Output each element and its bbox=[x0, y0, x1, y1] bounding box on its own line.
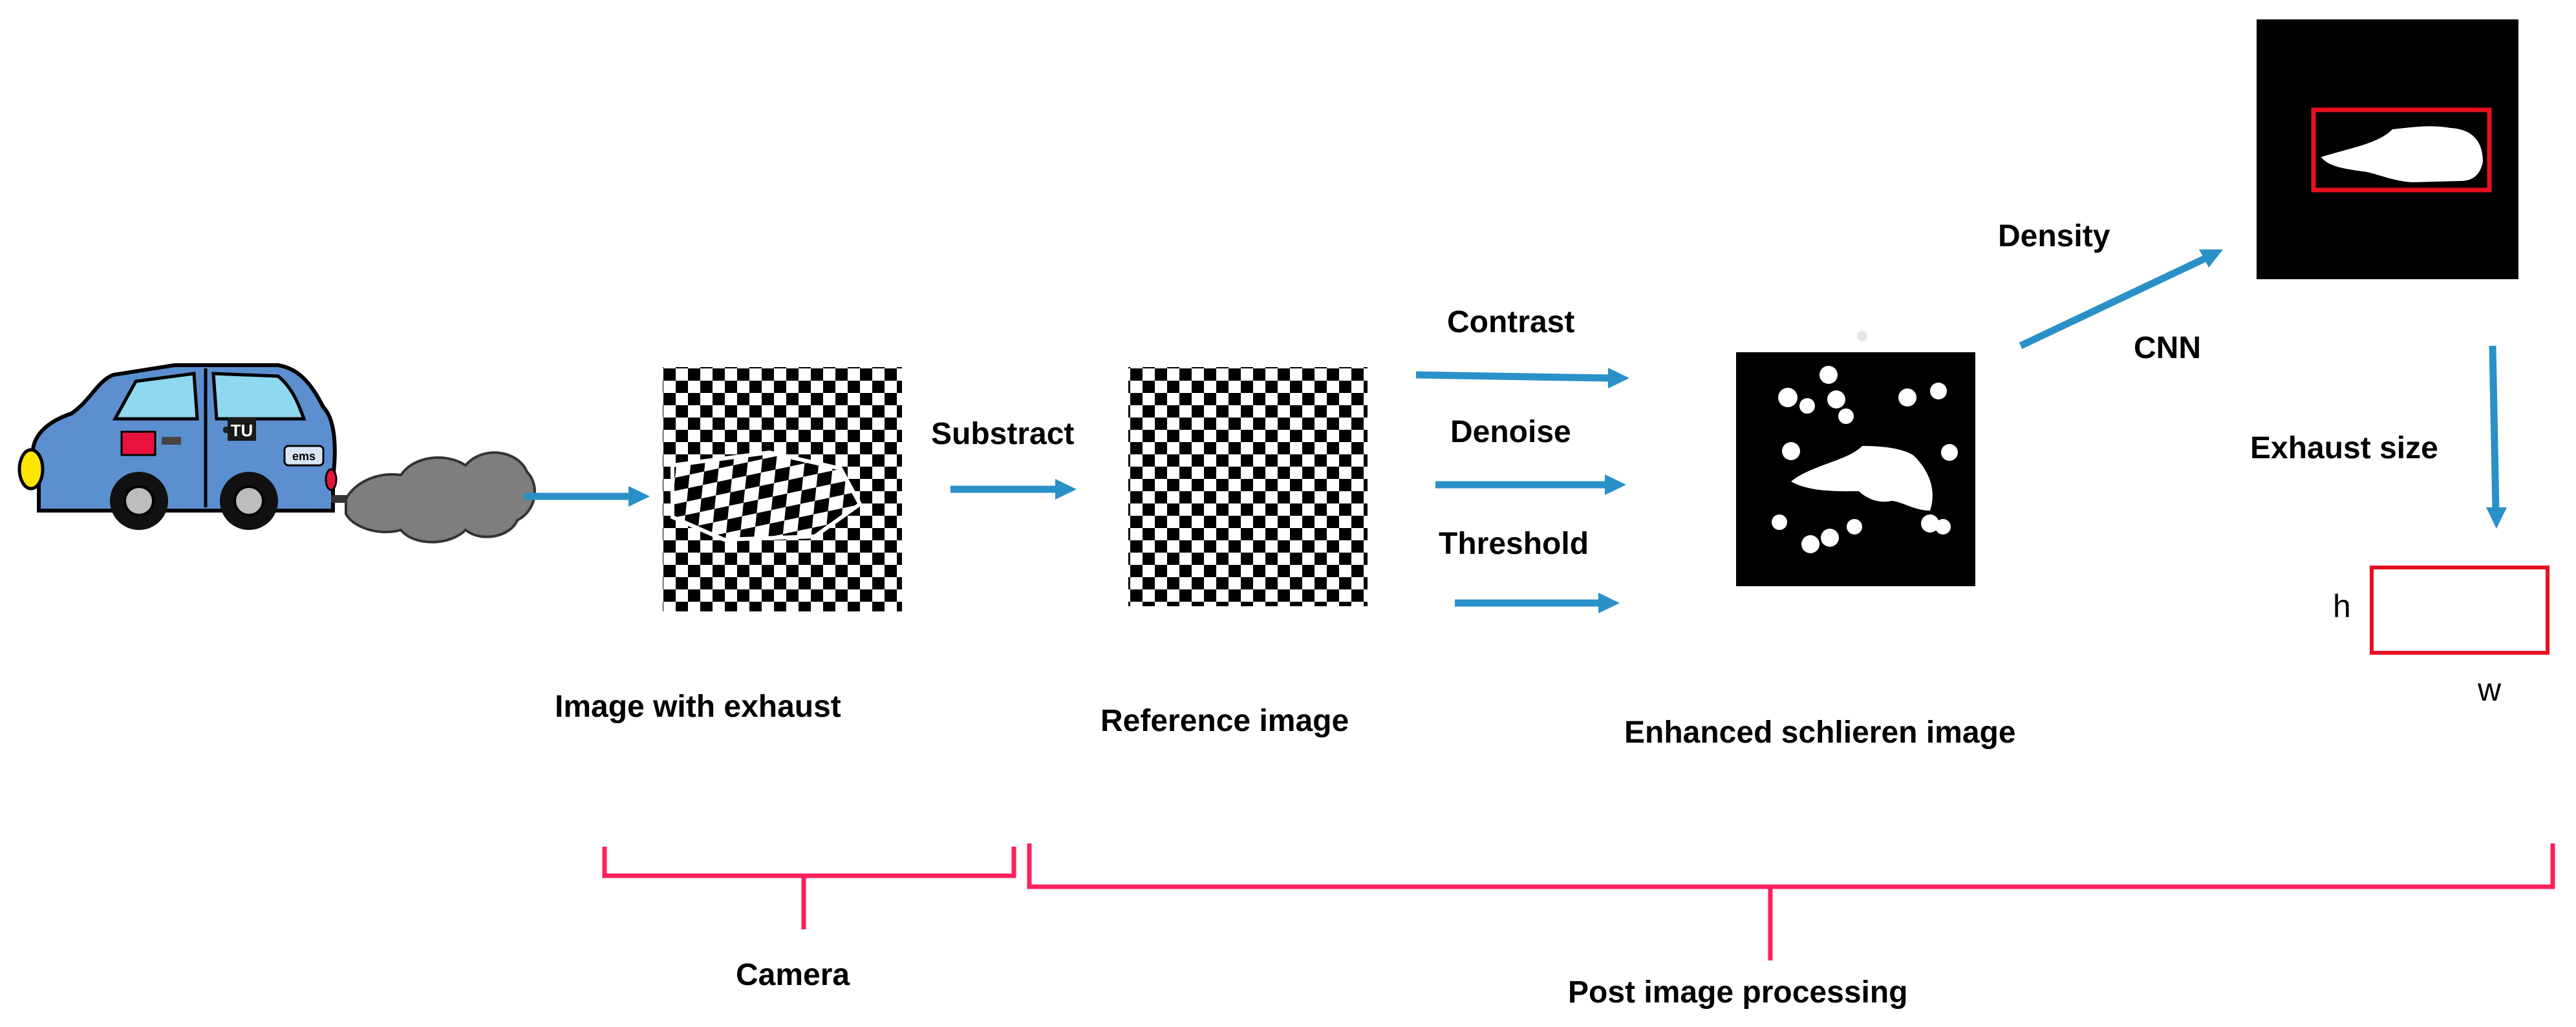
arrow-contrast bbox=[1415, 368, 1629, 388]
exhaust-smoke bbox=[345, 451, 536, 544]
car-front-window bbox=[112, 372, 199, 421]
label-w: w bbox=[2478, 672, 2502, 708]
arrow-threshold bbox=[1455, 593, 1620, 613]
label-denoise: Denoise bbox=[1450, 415, 1571, 449]
car-illustration: TU ems bbox=[17, 363, 536, 544]
label-exhaust-size: Exhaust size bbox=[2250, 431, 2438, 465]
caption-image-with-exhaust: Image with exhaust bbox=[555, 690, 841, 724]
arrow-exhaust-size bbox=[2486, 345, 2507, 529]
car-decal-tu bbox=[228, 418, 256, 441]
exhaust-size-box bbox=[2370, 566, 2549, 655]
camera-bracket bbox=[602, 847, 1016, 929]
label-density: Density bbox=[1998, 219, 2110, 253]
brackets bbox=[602, 843, 2555, 960]
image-with-exhaust-thumbnail bbox=[663, 367, 902, 611]
arrows bbox=[524, 249, 2507, 613]
caption-camera: Camera bbox=[736, 958, 850, 992]
label-threshold: Threshold bbox=[1439, 527, 1589, 561]
label-contrast: Contrast bbox=[1447, 305, 1575, 339]
car-headlight bbox=[17, 448, 45, 491]
schlieren-image-thumbnail bbox=[1736, 331, 1975, 586]
label-h: h bbox=[2333, 588, 2351, 624]
post-processing-bracket bbox=[1027, 843, 2555, 960]
detection-bounding-box bbox=[2311, 107, 2492, 193]
arrow-density bbox=[2019, 249, 2223, 349]
caption-reference-image: Reference image bbox=[1100, 704, 1349, 738]
arrow-substract bbox=[950, 479, 1077, 500]
reference-image-thumbnail bbox=[1128, 367, 1368, 606]
car-rear-window bbox=[211, 372, 306, 421]
car-decal-ems bbox=[283, 445, 325, 467]
car-badge-ems: ems bbox=[292, 450, 316, 463]
car-decal-red bbox=[120, 430, 156, 456]
car-badge-tu: TU bbox=[231, 421, 253, 440]
label-cnn: CNN bbox=[2134, 331, 2201, 365]
caption-schlieren-image: Enhanced schlieren image bbox=[1624, 715, 2016, 750]
arrow-car-to-image bbox=[524, 486, 650, 507]
car-tail-light bbox=[325, 468, 338, 491]
arrow-denoise bbox=[1435, 474, 1626, 495]
caption-post-image-processing: Post image processing bbox=[1568, 975, 1908, 1010]
cnn-output-thumbnail bbox=[2257, 19, 2518, 279]
label-substract: Substract bbox=[931, 417, 1075, 451]
